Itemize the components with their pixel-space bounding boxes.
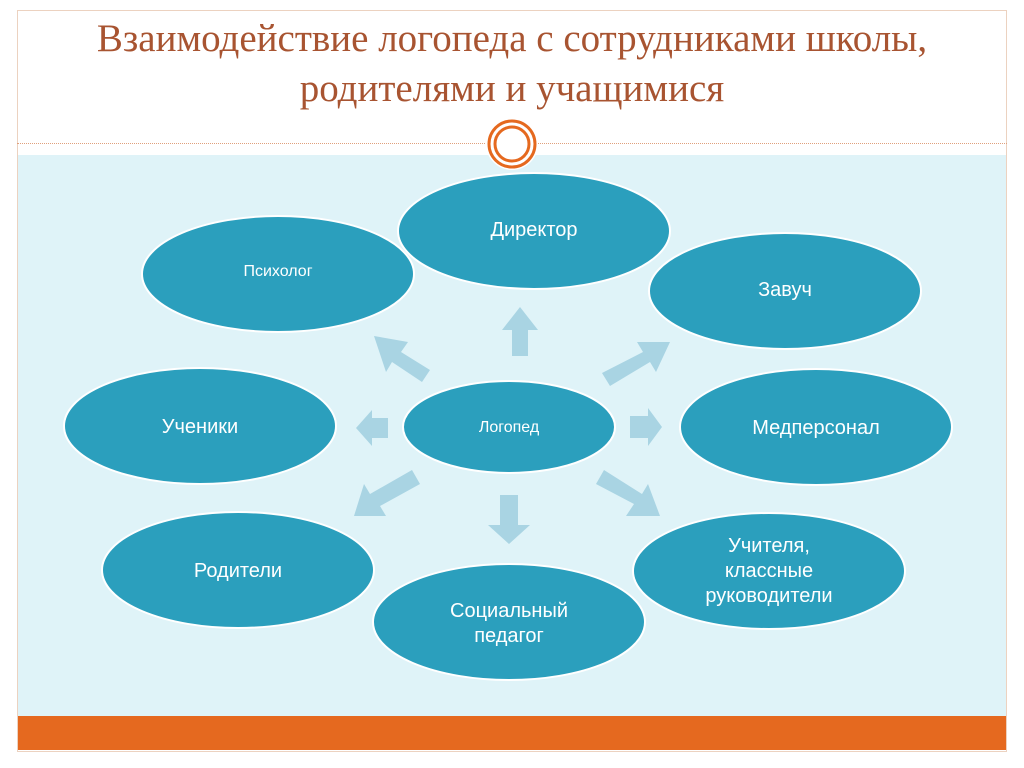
- node-social: [372, 563, 646, 681]
- center-label: Логопед: [479, 419, 540, 436]
- node-deputy: [648, 232, 922, 350]
- node-teachers: [632, 512, 906, 630]
- arrow-to-psychologist: [374, 336, 430, 382]
- teachers-label-line3: руководители: [705, 585, 832, 607]
- node-pupils: [63, 367, 337, 485]
- teachers-label-line1: Учителя,: [728, 535, 810, 557]
- social-label-line1: Социальный: [450, 600, 568, 622]
- arrow-to-director: [502, 307, 538, 356]
- teachers-label-line2: классные: [725, 560, 813, 582]
- pupils-label: Ученики: [162, 416, 238, 438]
- medical-label: Медперсонал: [752, 417, 880, 439]
- node-parents: [101, 511, 375, 629]
- arrow-to-parents: [354, 470, 420, 516]
- node-psychologist: [141, 215, 415, 333]
- arrow-to-teachers: [596, 470, 660, 516]
- node-director: [397, 172, 671, 290]
- node-medical: [679, 368, 953, 486]
- node-center: [402, 380, 616, 474]
- title-line-2: родителями и учащимися: [299, 67, 725, 110]
- director-label: Директор: [490, 219, 577, 241]
- slide-title: Взаимодействие логопеда с сотрудниками ш…: [17, 14, 1007, 114]
- arrow-to-medical: [630, 408, 662, 446]
- arrow-to-social: [488, 495, 530, 544]
- arrow-to-pupils: [356, 410, 388, 446]
- bottom-accent-bar: [18, 716, 1006, 750]
- deputy-label: Завуч: [758, 279, 812, 301]
- parents-label: Родители: [194, 560, 282, 582]
- social-label-line2: педагог: [474, 625, 544, 647]
- slide-frame: [17, 10, 1007, 752]
- psychologist-label: Психолог: [243, 263, 312, 280]
- ring-emblem-icon: [486, 118, 538, 170]
- arrow-to-deputy: [602, 342, 670, 386]
- title-line-1: Взаимодействие логопеда с сотрудниками ш…: [96, 17, 928, 60]
